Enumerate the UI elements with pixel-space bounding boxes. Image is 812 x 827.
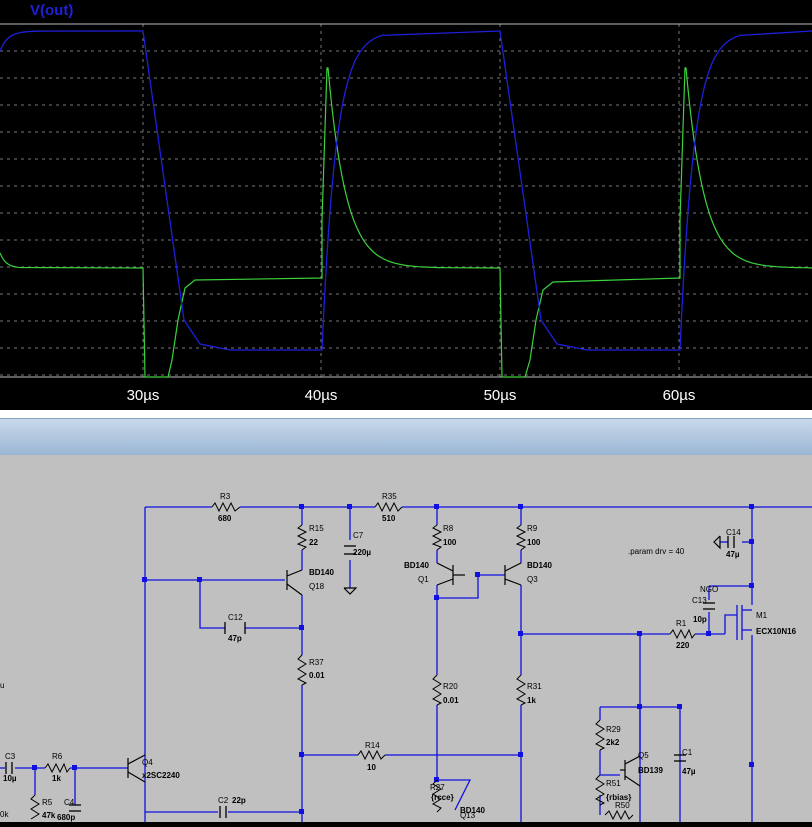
component-ref-c1[interactable]: C1 <box>682 748 693 757</box>
plot-canvas <box>0 23 812 378</box>
component-value-r9[interactable]: 100 <box>527 538 541 547</box>
component-ref-r37[interactable]: R37 <box>309 658 324 667</box>
component-ref-r14[interactable]: R14 <box>365 741 380 750</box>
component-value-q1[interactable]: BD140 <box>404 561 429 570</box>
component-value-r8[interactable]: 100 <box>443 538 457 547</box>
component-value-c3[interactable]: 10µ <box>3 774 17 783</box>
junctions <box>32 504 754 814</box>
schematic-window-titlebar[interactable] <box>0 418 812 456</box>
component-value-c2[interactable]: 22p <box>232 796 246 805</box>
component-ref-r9[interactable]: R9 <box>527 524 538 533</box>
component-ref-c3[interactable]: C3 <box>5 752 16 761</box>
component-ref-r1[interactable]: R1 <box>676 619 687 628</box>
x-tick-label: 40µs <box>304 387 338 404</box>
component-ref-c4[interactable]: C4 <box>64 798 75 807</box>
trace-vout <box>0 30 812 351</box>
component-value-r51[interactable]: {rbias} <box>606 793 631 802</box>
component-value-r3[interactable]: 680 <box>218 514 232 523</box>
component-value-r29[interactable]: 2k2 <box>606 738 620 747</box>
component-value-r31[interactable]: 1k <box>527 696 536 705</box>
trace-label-vout[interactable]: V(out) <box>30 2 74 19</box>
waveform-plot-pane[interactable]: V(out) 30µs 40µs 50µs 60µs <box>0 0 812 410</box>
component-ref-q3[interactable]: Q3 <box>527 575 538 584</box>
schematic-drawing: R3680R35510R1522C7220µR8100R9100C1447µQ1… <box>0 492 812 822</box>
component-value-r1[interactable]: 220 <box>676 641 690 650</box>
component-ref-q5[interactable]: Q5 <box>638 751 649 760</box>
component-value-r35[interactable]: 510 <box>382 514 396 523</box>
component-value-r27[interactable]: {rcce} <box>431 793 454 802</box>
spice-directive[interactable]: .param drv = 40 <box>628 547 685 556</box>
component-value-r15[interactable]: 22 <box>309 538 318 547</box>
component-value-c4[interactable]: 680p <box>57 813 75 822</box>
component-labels: R3680R35510R1522C7220µR8100R9100C1447µQ1… <box>0 492 797 822</box>
partial-label[interactable]: u <box>0 681 4 690</box>
component-value-c1[interactable]: 47µ <box>682 767 696 776</box>
component-ref-q4[interactable]: Q4 <box>142 758 153 767</box>
component-value-q4[interactable]: x2SC2240 <box>142 771 180 780</box>
component-ref-q18[interactable]: Q18 <box>309 582 325 591</box>
component-value-c7[interactable]: 220µ <box>353 548 371 557</box>
component-value-q13[interactable]: BD140 <box>460 806 485 815</box>
component-ref-q1[interactable]: Q1 <box>418 575 429 584</box>
capacitors <box>5 536 735 818</box>
component-ref-r15[interactable]: R15 <box>309 524 324 533</box>
component-ref-r27[interactable]: R27 <box>430 783 445 792</box>
component-ref-r31[interactable]: R31 <box>527 682 542 691</box>
component-ref-r5[interactable]: R5 <box>42 798 53 807</box>
component-ref-c7[interactable]: C7 <box>353 531 364 540</box>
component-value-r5[interactable]: 47k <box>42 811 56 820</box>
component-value-r37[interactable]: 0.01 <box>309 671 325 680</box>
ground-symbols <box>343 535 721 595</box>
component-ref-c12[interactable]: C12 <box>228 613 243 622</box>
component-ref-r8[interactable]: R8 <box>443 524 454 533</box>
component-ref-m1[interactable]: M1 <box>756 611 768 620</box>
x-tick-label: 50µs <box>483 387 517 404</box>
component-value-r20[interactable]: 0.01 <box>443 696 459 705</box>
resistors <box>30 501 696 821</box>
component-value-q3[interactable]: BD140 <box>527 561 552 570</box>
component-value-r6[interactable]: 1k <box>52 774 61 783</box>
transistor-symbols <box>127 562 641 787</box>
component-ref-r50[interactable]: R50 <box>615 801 630 810</box>
component-value-c14[interactable]: 47µ <box>726 550 740 559</box>
trace-green <box>0 67 812 378</box>
component-ref-r29[interactable]: R29 <box>606 725 621 734</box>
component-ref-r20[interactable]: R20 <box>443 682 458 691</box>
pane-splitter[interactable] <box>0 410 812 418</box>
component-value-q18[interactable]: BD140 <box>309 568 334 577</box>
component-value-q5[interactable]: BD139 <box>638 766 663 775</box>
component-ref-c14[interactable]: C14 <box>726 528 741 537</box>
wires <box>0 506 812 822</box>
component-ref-q13[interactable]: Q13 <box>460 811 476 820</box>
component-ref-c2[interactable]: C2 <box>218 796 229 805</box>
component-value-c12[interactable]: 47p <box>228 634 242 643</box>
partial-label[interactable]: 0k <box>0 810 9 819</box>
component-ref-r3[interactable]: R3 <box>220 492 231 501</box>
component-ref-r51[interactable]: R51 <box>606 779 621 788</box>
net-label[interactable]: NGO <box>700 585 718 594</box>
component-value-m1[interactable]: ECX10N16 <box>756 627 797 636</box>
component-ref-c13[interactable]: C13 <box>692 596 707 605</box>
component-ref-r35[interactable]: R35 <box>382 492 397 501</box>
component-value-r14[interactable]: 10 <box>367 763 376 772</box>
x-tick-label: 30µs <box>126 387 160 404</box>
component-value-c13[interactable]: 10p <box>693 615 707 624</box>
x-tick-label: 60µs <box>662 387 696 404</box>
component-ref-r6[interactable]: R6 <box>52 752 63 761</box>
